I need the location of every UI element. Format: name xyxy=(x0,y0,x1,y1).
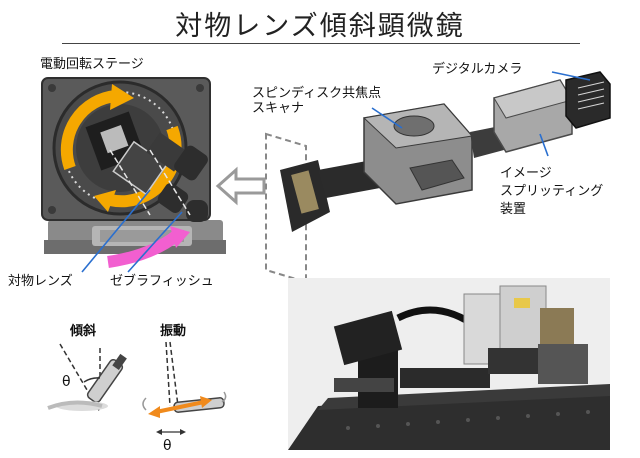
tilt-plane xyxy=(265,132,307,284)
objective-lens-leader xyxy=(81,189,151,273)
digital-camera-label: デジタルカメラ xyxy=(432,62,523,77)
title-divider xyxy=(62,43,580,44)
vibration-inset-diagram xyxy=(142,341,227,435)
tilt-angle-arc xyxy=(83,377,101,383)
image-splitting-label-line1: イメージ xyxy=(500,166,552,181)
hollow-left-arrow-icon xyxy=(215,166,266,206)
zebrafish-leader xyxy=(127,211,183,273)
image-splitting-label-line3: 装置 xyxy=(500,202,527,217)
camera-leader xyxy=(551,71,591,81)
objective-lens-label: 対物レンズ xyxy=(8,274,73,289)
scanner-leader xyxy=(371,107,403,129)
rotation-stage-label: 電動回転ステージ xyxy=(40,57,144,72)
vibration-arrow-icon xyxy=(155,400,205,414)
tilt-inset-label: 傾斜 xyxy=(70,324,97,339)
splitter-leader xyxy=(539,133,549,157)
vibration-theta: θ xyxy=(163,438,172,454)
spinning-disk-label-line2: スキャナ xyxy=(252,101,305,116)
spinning-disk-label-line1: スピンディスク共焦点 xyxy=(252,86,382,101)
rotation-arrow-icon xyxy=(60,90,117,171)
tilt-theta: θ xyxy=(62,374,71,390)
zebrafish-label: ゼブラフィッシュ xyxy=(110,274,214,289)
microscope-apparatus-photo xyxy=(288,278,610,450)
image-splitting-label-line2: スプリッティング xyxy=(500,184,604,199)
tilt-inset-diagram xyxy=(47,343,127,413)
vibration-inset-label: 振動 xyxy=(160,324,187,339)
page-title: 対物レンズ傾斜顕微鏡 xyxy=(175,11,465,42)
